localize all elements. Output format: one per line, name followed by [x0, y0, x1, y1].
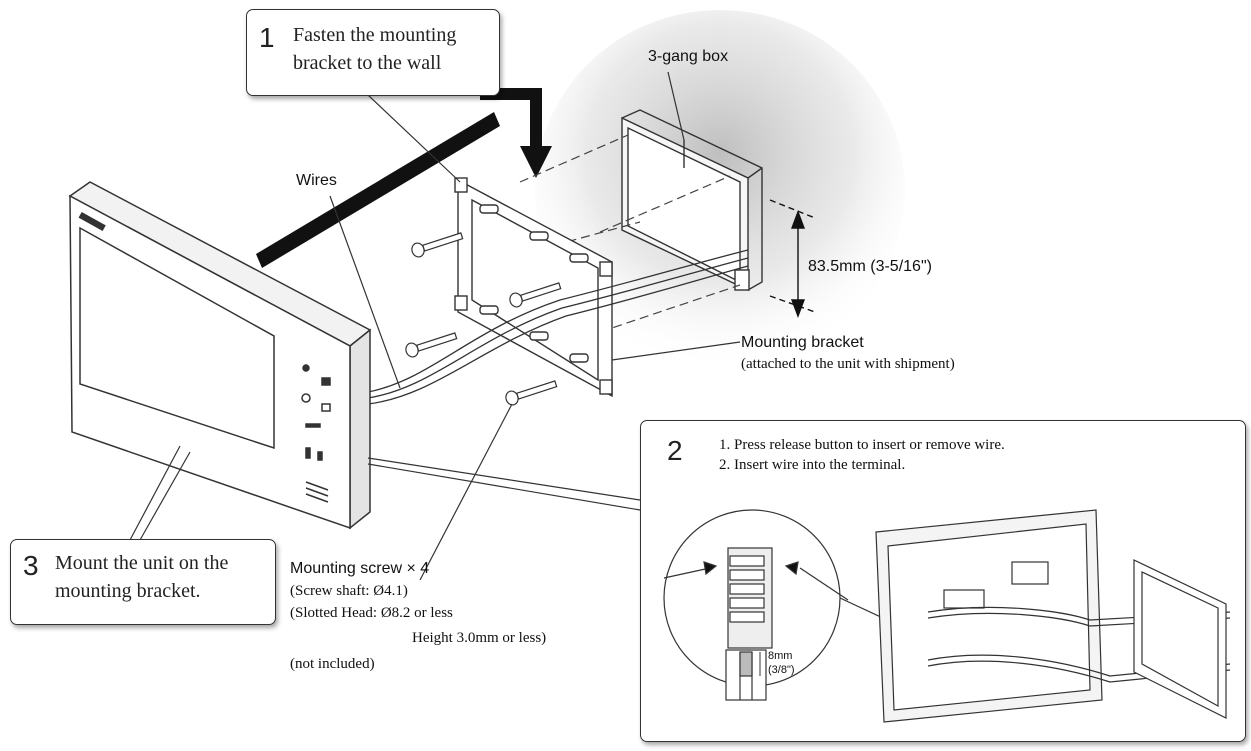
monitor-unit	[68, 181, 372, 530]
step2-detail-drawing	[663, 509, 1231, 723]
label-screw-height: Height 3.0mm or less)	[412, 630, 547, 646]
step2-line1: 1. Press release button to insert or rem…	[719, 437, 1005, 453]
label-not-included: (not included)	[290, 656, 375, 672]
step3-number: 3	[23, 550, 39, 581]
step3-line2: mounting bracket.	[55, 580, 201, 602]
label-3-gang-box: 3-gang box	[648, 48, 729, 65]
mounting-bracket	[454, 177, 613, 398]
label-wires: Wires	[296, 172, 337, 189]
wires	[367, 249, 749, 405]
label-mounting-screw: Mounting screw × 4	[290, 560, 430, 577]
step3-callout: 3 Mount the unit on the mounting bracket…	[10, 539, 276, 625]
leader-lines	[129, 71, 741, 581]
label-mounting-bracket: Mounting bracket	[741, 334, 864, 351]
step2-number: 2	[667, 435, 683, 466]
three-gang-box	[621, 109, 763, 292]
label-screw-shaft: (Screw shaft: Ø4.1)	[290, 583, 408, 599]
label-strip-length-inch: (3/8")	[768, 664, 795, 676]
dimension-marker	[769, 199, 816, 318]
step2-line2: 2. Insert wire into the terminal.	[719, 457, 906, 473]
label-screw-head: (Slotted Head: Ø8.2 or less	[290, 605, 453, 621]
label-strip-length: 8mm	[768, 650, 793, 662]
step2-callout: 2 1. Press release button to insert or r…	[640, 420, 1246, 742]
step1-line1: Fasten the mounting	[293, 24, 457, 46]
step3-line1: Mount the unit on the	[55, 552, 229, 574]
step1-number: 1	[259, 22, 275, 53]
step1-line2: bracket to the wall	[293, 52, 442, 74]
label-dimension: 83.5mm (3-5/16")	[808, 258, 932, 275]
mounting-screws	[405, 232, 562, 406]
label-bracket-note: (attached to the unit with shipment)	[741, 356, 955, 372]
step1-callout: 1 Fasten the mounting bracket to the wal…	[246, 9, 500, 96]
